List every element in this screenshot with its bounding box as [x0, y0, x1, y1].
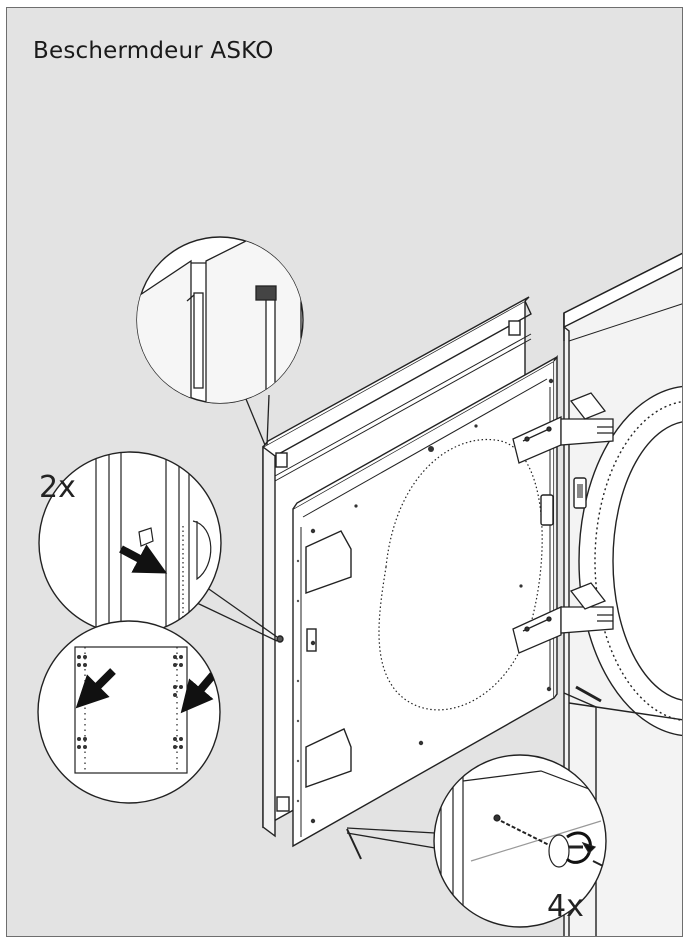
- hinge-lower: [512, 582, 614, 654]
- hinge-upper: [512, 392, 614, 464]
- detail-circle-top: [136, 236, 304, 404]
- hinge-screw-count-label: 4x: [547, 889, 584, 924]
- detail-circle-hinge-screws: [433, 754, 607, 928]
- leader-lines: [196, 394, 442, 860]
- washing-machine: [563, 252, 682, 936]
- page-title: Beschermdeur ASKO: [33, 38, 274, 64]
- detail-circle-brackets: [37, 620, 221, 804]
- assembly-diagram: 2x 4x: [37, 236, 682, 936]
- screw-count-label: 2x: [39, 470, 76, 505]
- detail-circle-screw: [38, 451, 222, 635]
- mounting-plate: [292, 354, 558, 848]
- diagram-frame: Beschermdeur ASKO: [6, 7, 683, 937]
